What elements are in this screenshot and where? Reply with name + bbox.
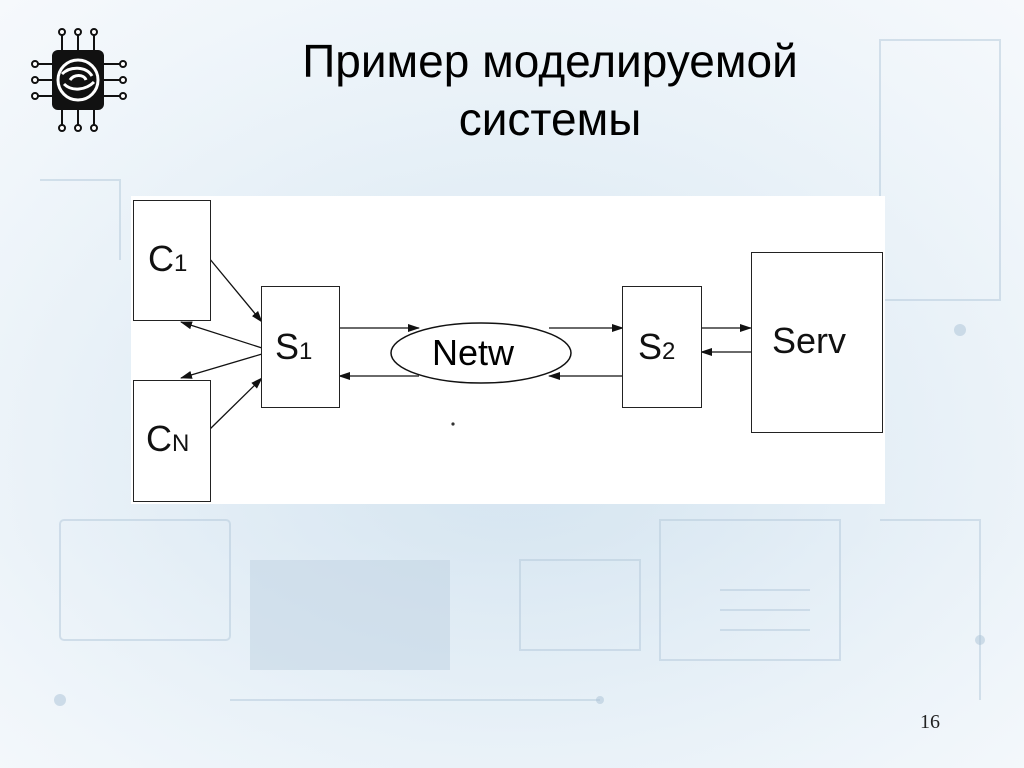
page-title: Пример моделируемой системы: [200, 32, 900, 148]
client-cn-box: CN: [133, 380, 211, 502]
switch-s1-box: S1: [261, 286, 340, 408]
chip-logo-icon: [30, 28, 140, 132]
arrow-c1-to-s1: [208, 257, 263, 323]
arrow-cn-to-s1: [208, 377, 263, 431]
arrow-s1-to-c1: [180, 321, 263, 349]
server-label: Serv: [772, 320, 847, 361]
client-c1-box: C1: [133, 200, 211, 321]
title-line-2: системы: [458, 93, 642, 145]
system-diagram: C1 CN S1 Netw S2 Serv: [131, 196, 885, 504]
netw-ellipse: [390, 322, 572, 384]
arrow-s1-to-cn: [180, 353, 263, 379]
page-number: 16: [920, 711, 940, 733]
title-line-1: Пример моделируемой: [302, 35, 798, 87]
switch-s2-label: S2: [638, 326, 676, 367]
client-cn-label: CN: [146, 418, 190, 459]
stray-dot: [451, 422, 455, 426]
client-c1-label: C1: [148, 238, 188, 279]
netw-label: Netw: [432, 332, 515, 373]
switch-s2-box: S2: [622, 286, 702, 408]
switch-s1-label: S1: [275, 326, 313, 367]
diagram-connectors: [180, 257, 752, 431]
server-box: Serv: [751, 252, 883, 433]
